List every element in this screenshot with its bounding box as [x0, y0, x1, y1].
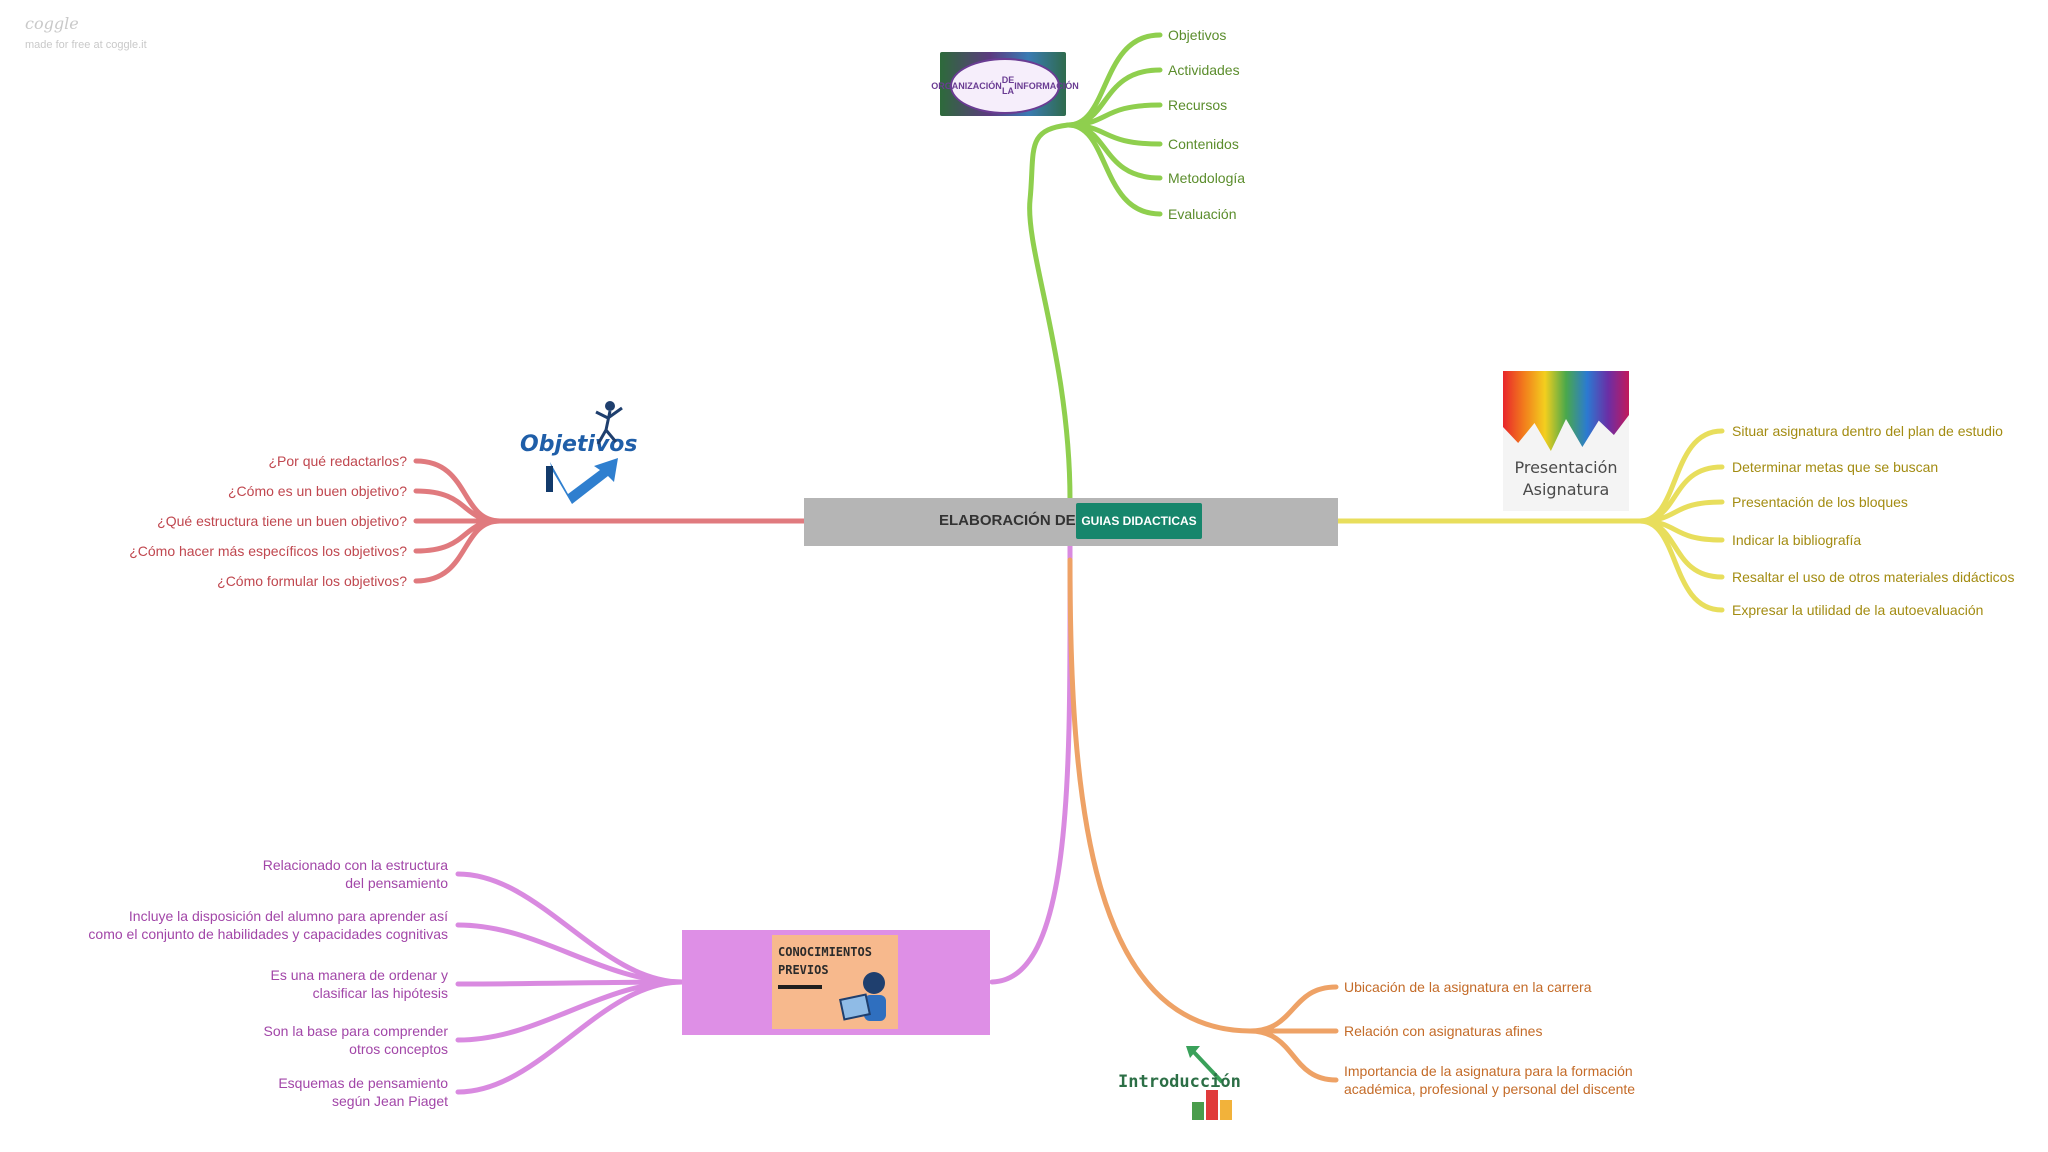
green-leaf-link [1065, 122, 1163, 181]
purple-leaf[interactable]: Relacionado con la estructura del pensam… [263, 856, 448, 892]
purple-leaf-link [455, 979, 685, 1095]
introduccion-image-node[interactable]: Introducción [1110, 1042, 1241, 1130]
introduccion-image-text: Introducción [1118, 1072, 1241, 1092]
yellow-leaf[interactable]: Indicar la bibliografía [1732, 532, 1862, 548]
green-leaf-link [1065, 67, 1163, 128]
green-leaf[interactable]: Evaluación [1168, 206, 1237, 222]
green-leaf-link [1065, 122, 1163, 217]
conocimientos-line: PREVIOS [778, 963, 829, 977]
purple-leaf-link [455, 979, 685, 1043]
purple-leaf-line: del pensamiento [345, 875, 448, 891]
paint-strokes-icon [1503, 371, 1629, 451]
organizacion-label-line: DE LA [1001, 75, 1015, 96]
purple-leaf-line: Es una manera de ordenar y [270, 967, 448, 983]
green-leaf[interactable]: Actividades [1168, 62, 1240, 78]
purple-leaf-line: Relacionado con la estructura [262, 857, 448, 873]
conocimientos-line: CONOCIMIENTOS [778, 945, 872, 959]
organizacion-label-line: INFORMACIÓN [1014, 80, 1079, 91]
purple-leaf-line: Incluye la disposición del alumno para a… [128, 908, 448, 924]
green-leaf[interactable]: Contenidos [1168, 136, 1239, 152]
purple-leaf-link [455, 922, 685, 985]
coggle-logo: coggle [25, 14, 79, 33]
purple-leaf[interactable]: Son la base para comprender otros concep… [264, 1022, 448, 1058]
yellow-leaf-link [1637, 499, 1725, 524]
orange-leaf-link [1247, 984, 1339, 1034]
student-laptop-icon [839, 972, 886, 1021]
yellow-leaf[interactable]: Expresar la utilidad de la autoevaluació… [1732, 602, 1984, 618]
yellow-leaf-link [1637, 518, 1725, 580]
orange-trunk-link [1067, 557, 1253, 1034]
yellow-leaf-link [1637, 464, 1725, 524]
organizacion-label-line: ORGANIZACIÓN [931, 80, 1002, 91]
organizacion-image-node[interactable]: ORGANIZACIÓN DE LA INFORMACIÓN [931, 52, 1079, 116]
central-title: ELABORACIÓN DE [939, 512, 1076, 529]
purple-leaf[interactable]: Esquemas de pensamiento según Jean Piage… [278, 1074, 448, 1110]
orange-leaf-link [1247, 1028, 1339, 1083]
red-leaf[interactable]: ¿Cómo formular los objetivos? [217, 573, 407, 589]
yellow-leaf[interactable]: Situar asignatura dentro del plan de est… [1732, 423, 2003, 439]
purple-leaf-line: otros conceptos [349, 1041, 448, 1057]
presentacion-line: Asignatura [1522, 480, 1610, 499]
presentacion-image-text: Presentación Asignatura [1503, 457, 1629, 501]
red-leaf-link [413, 518, 503, 584]
purple-leaf[interactable]: Es una manera de ordenar y clasificar la… [271, 966, 448, 1002]
purple-leaf-line: clasificar las hipótesis [312, 985, 448, 1001]
conocimientos-text: CONOCIMIENTOS PREVIOS [778, 943, 872, 979]
purple-leaf[interactable]: Incluye la disposición del alumno para a… [88, 907, 448, 943]
yellow-leaf[interactable]: Presentación de los bloques [1732, 494, 1908, 510]
orange-leaf[interactable]: Ubicación de la asignatura en la carrera [1344, 979, 1592, 995]
yellow-leaf[interactable]: Resaltar el uso de otros materiales didá… [1732, 569, 2015, 585]
objetivos-image-node[interactable]: Objetivos [510, 392, 640, 512]
presentacion-image-node[interactable]: Presentación Asignatura [1503, 371, 1629, 511]
purple-trunk-link [989, 543, 1073, 985]
red-leaf[interactable]: ¿Cómo hacer más específicos los objetivo… [129, 543, 407, 559]
objetivos-image-text: Objetivos [520, 432, 638, 457]
conocimientos-node[interactable]: CONOCIMIENTOS PREVIOS [682, 930, 990, 1035]
central-node[interactable]: ELABORACIÓN DE GUIAS DIDACTICAS [804, 498, 1338, 546]
conocimientos-image: CONOCIMIENTOS PREVIOS [772, 935, 898, 1029]
green-leaf[interactable]: Recursos [1168, 97, 1228, 113]
red-leaf[interactable]: ¿Cómo es un buen objetivo? [228, 483, 407, 499]
presentacion-line: Presentación [1514, 458, 1618, 477]
green-leaf[interactable]: Objetivos [1168, 27, 1227, 43]
growth-chart-icon [1186, 1046, 1232, 1120]
underline-decoration [778, 985, 822, 989]
red-leaf[interactable]: ¿Por qué redactarlos? [268, 453, 407, 469]
yellow-leaf[interactable]: Determinar metas que se buscan [1732, 459, 1939, 475]
purple-leaf-line: Son la base para comprender [263, 1023, 448, 1039]
green-trunk-link [1027, 122, 1073, 503]
orange-leaf[interactable]: Importancia de la asignatura para la for… [1344, 1062, 1635, 1098]
red-leaf[interactable]: ¿Qué estructura tiene un buen objetivo? [157, 513, 407, 529]
central-badge: GUIAS DIDACTICAS [1076, 503, 1202, 539]
orange-leaf[interactable]: Relación con asignaturas afines [1344, 1023, 1543, 1039]
orange-leaf-line: académica, profesional y personal del di… [1344, 1081, 1636, 1097]
purple-leaf-line: como el conjunto de habilidades y capaci… [88, 926, 448, 942]
organizacion-label: ORGANIZACIÓN DE LA INFORMACIÓN [931, 58, 1079, 114]
purple-leaf-line: según Jean Piaget [332, 1093, 448, 1109]
orange-leaf-line: Importancia de la asignatura para la for… [1344, 1063, 1633, 1079]
climbing-person-icon [546, 401, 623, 504]
green-leaf-link [1065, 102, 1163, 128]
green-leaf[interactable]: Metodología [1168, 170, 1246, 186]
brand-watermark: coggle made for free at coggle.it [25, 14, 147, 51]
purple-leaf-line: Esquemas de pensamiento [278, 1075, 448, 1091]
made-with-text: made for free at coggle.it [25, 39, 147, 51]
yellow-leaf-link [1637, 518, 1725, 613]
